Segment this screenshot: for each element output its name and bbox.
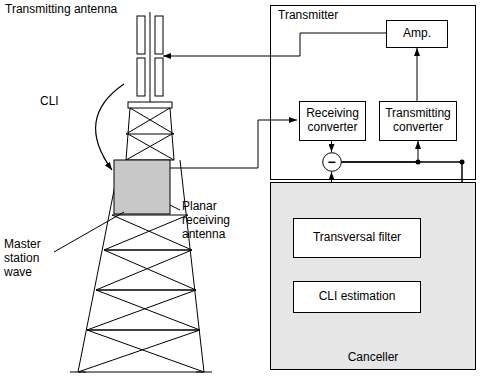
process-box: Receiving converter — [299, 101, 366, 141]
box-label: Transmitting converter — [382, 107, 454, 135]
junction-dot — [416, 160, 421, 165]
box-label: Receiving converter — [302, 107, 363, 135]
callout-label: Planar receiving antenna — [182, 200, 244, 241]
box-label: Amp. — [403, 27, 431, 41]
canceller-box: Canceller Transversal filterCLI estimatio… — [270, 182, 476, 370]
process-box: Transversal filter — [293, 218, 421, 258]
leader-line — [54, 212, 124, 252]
callout-label: Master station wave — [4, 238, 56, 279]
cli-arrow — [96, 84, 124, 170]
antenna-label: Transmitting antenna — [5, 3, 165, 17]
feed-line — [170, 120, 297, 168]
transmitter-box: TransmitterAmp.Receiving converterTransm… — [270, 5, 476, 180]
planar-antenna — [114, 160, 170, 214]
process-box: Transmitting converter — [379, 101, 457, 141]
process-box: CLI estimation — [293, 281, 421, 313]
subtractor-circle: − — [322, 152, 342, 172]
signal-label: CLI — [40, 95, 70, 109]
operator-sign: − — [327, 155, 335, 169]
connector — [342, 141, 419, 162]
feed-line — [163, 33, 395, 56]
connector — [417, 48, 418, 101]
group-title: Canceller — [348, 351, 399, 365]
tower — [70, 12, 212, 372]
box-label: Transversal filter — [313, 231, 401, 245]
box-label: CLI estimation — [319, 290, 396, 304]
amp-box: Amp. — [386, 20, 448, 48]
connector — [331, 141, 332, 152]
junction-dot — [460, 160, 465, 165]
leader-line — [170, 205, 180, 210]
